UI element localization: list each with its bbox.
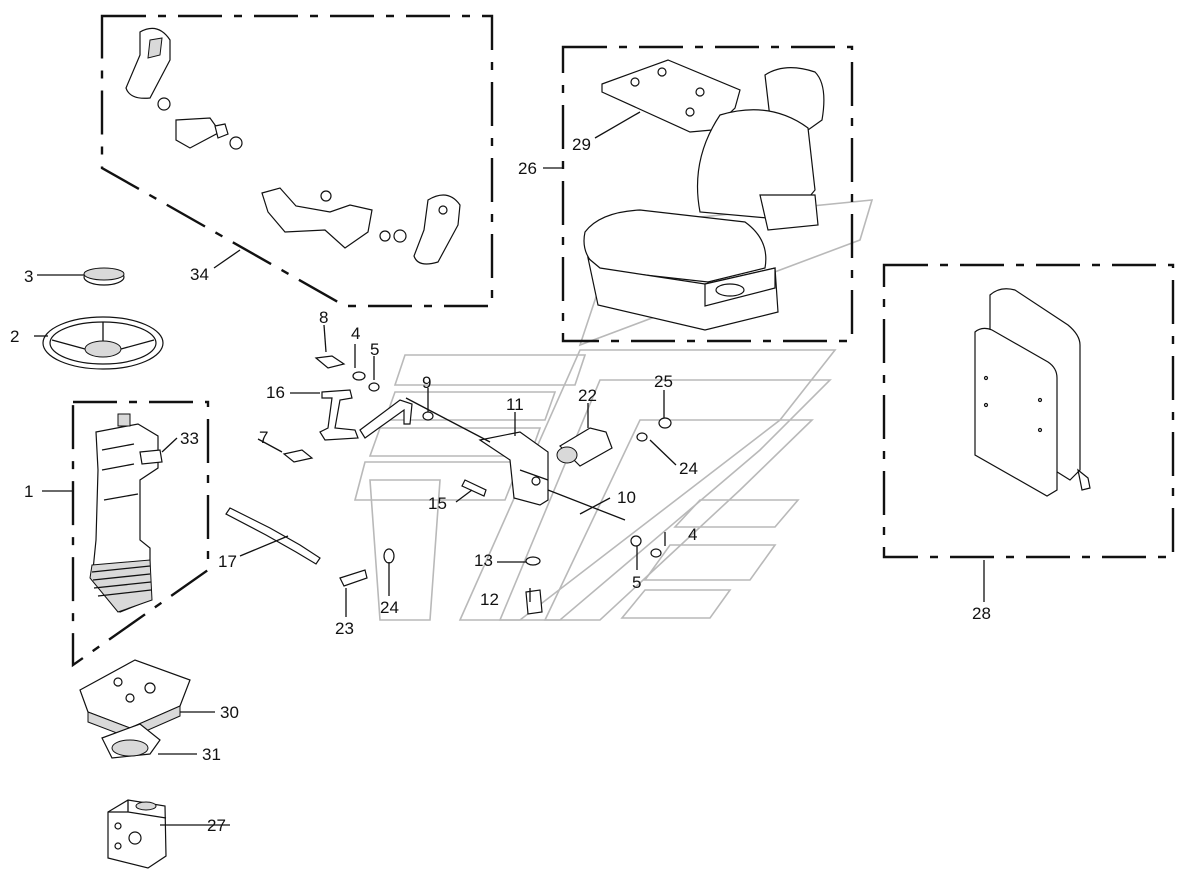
group-boundaries — [71, 14, 1175, 668]
callout-27: 27 — [207, 816, 226, 835]
boundary-seat-group — [561, 45, 854, 343]
armrest-assembly — [125, 27, 461, 265]
steering-wheel — [42, 316, 164, 370]
callout-30: 30 — [220, 703, 239, 722]
horn-cap — [83, 267, 125, 286]
callout-22: 22 — [578, 386, 597, 405]
callout-17: 17 — [218, 552, 237, 571]
callout-24a: 24 — [380, 598, 399, 617]
callout-33: 33 — [180, 429, 199, 448]
callout-28: 28 — [972, 604, 991, 623]
callout-2: 2 — [10, 327, 19, 346]
callout-25: 25 — [654, 372, 673, 391]
callout-labels: 1 2 3 4 4 5 5 7 8 9 10 11 12 13 15 16 17… — [10, 135, 991, 835]
callout-10: 10 — [617, 488, 636, 507]
callout-7: 7 — [259, 428, 268, 447]
driver-seat — [583, 59, 825, 331]
steering-orbitrol-unit — [107, 799, 167, 869]
callout-29: 29 — [572, 135, 591, 154]
callout-11: 11 — [506, 395, 524, 414]
boundary-backrest-group — [882, 263, 1175, 559]
callout-4b: 4 — [688, 525, 697, 544]
seat-backrest-cover — [974, 288, 1091, 497]
pedal-assembly — [225, 355, 672, 615]
callout-5a: 5 — [370, 340, 379, 359]
leader-lines — [34, 111, 985, 826]
callout-1: 1 — [24, 482, 33, 501]
callout-15: 15 — [428, 494, 447, 513]
callout-9: 9 — [422, 373, 431, 392]
callout-23: 23 — [335, 619, 354, 638]
callout-16: 16 — [266, 383, 285, 402]
callout-3: 3 — [24, 267, 33, 286]
callout-34: 34 — [190, 265, 209, 284]
boundary-armrest-group — [100, 14, 494, 308]
callout-5b: 5 — [632, 573, 641, 592]
callout-31: 31 — [202, 745, 221, 764]
callout-24b: 24 — [679, 459, 698, 478]
callout-12: 12 — [480, 590, 499, 609]
callout-8: 8 — [319, 308, 328, 327]
steering-column — [89, 413, 163, 613]
boundary-column-group — [71, 400, 210, 668]
callout-4a: 4 — [351, 324, 360, 343]
callout-26: 26 — [518, 159, 537, 178]
callout-13: 13 — [474, 551, 493, 570]
steering-valve-mount — [101, 723, 161, 759]
